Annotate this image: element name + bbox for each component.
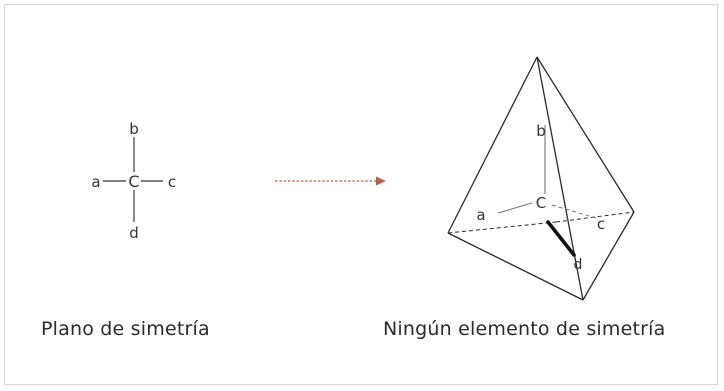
edge-top-left: [447, 56, 538, 234]
right-left-label: a: [476, 206, 485, 224]
right-center-label: C: [536, 194, 546, 212]
bond-d-wedge: [546, 220, 576, 257]
planar-projection: [103, 137, 163, 222]
bond-c-3d: [551, 204, 597, 219]
caption-left: Plano de simetría: [41, 318, 210, 340]
left-top-label: b: [129, 120, 139, 138]
edge-left-bottom: [447, 232, 584, 301]
left-bottom-label: d: [129, 224, 139, 242]
right-top-label: b: [536, 122, 546, 140]
edge-top-right: [536, 56, 635, 213]
caption-right: Ningún elemento de simetría: [383, 318, 666, 340]
left-left-label: a: [91, 173, 100, 191]
hidden-edge-right: [555, 211, 635, 223]
right-right-label: c: [597, 215, 605, 233]
edge-right-bottom: [582, 211, 635, 301]
tetrahedron: [447, 56, 635, 301]
hidden-edge-left: [447, 221, 557, 234]
arrow-head: [376, 176, 386, 186]
figure-frame: [4, 4, 718, 385]
transform-arrow: [275, 176, 386, 186]
right-bottom-label: d: [574, 257, 583, 273]
edge-top-bottom: [536, 56, 584, 301]
left-center-label: C: [128, 172, 139, 191]
left-right-label: c: [168, 173, 176, 191]
bond-a-3d: [497, 202, 533, 214]
